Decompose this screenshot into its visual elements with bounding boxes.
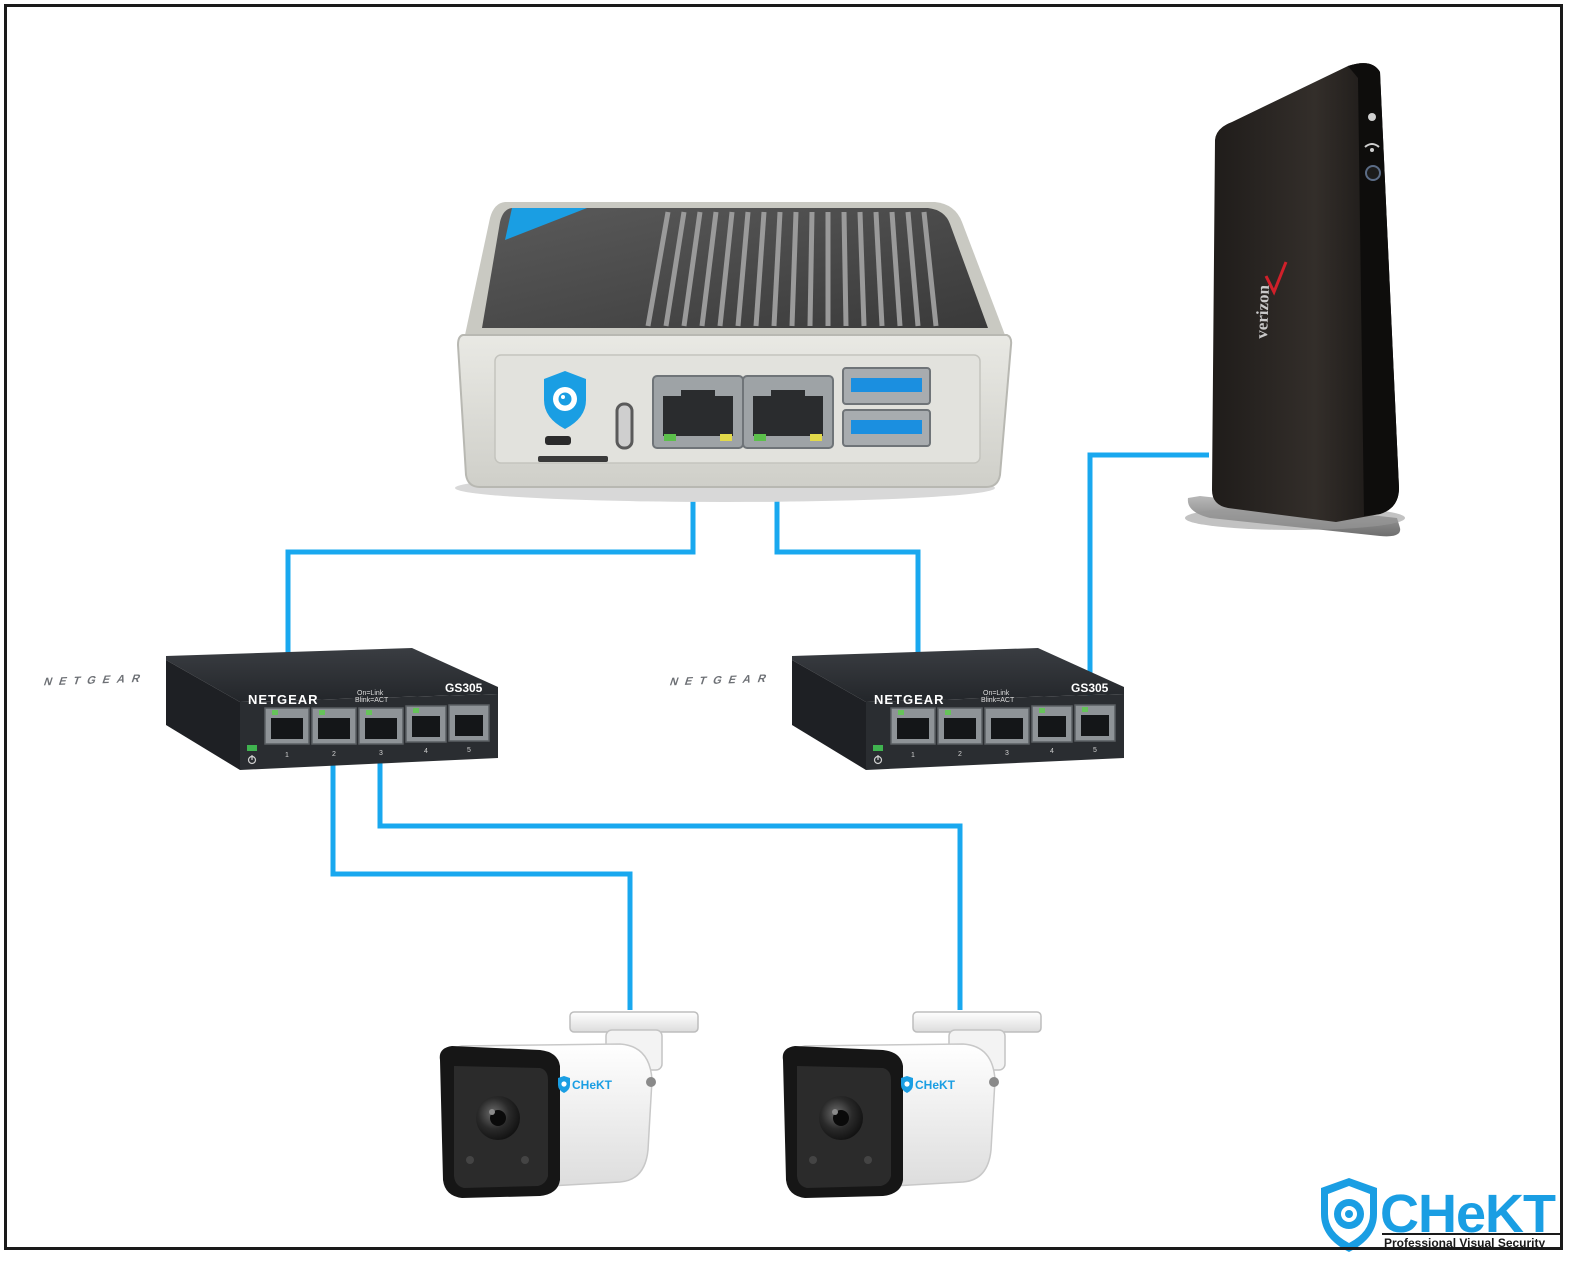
shield-eye-icon	[558, 1076, 570, 1093]
ethernet-port-2	[742, 375, 834, 449]
switch-right-port-label-2: 2	[958, 751, 962, 758]
switch-right-ports	[890, 704, 1116, 745]
switch-left-port-label-3: 3	[379, 750, 383, 757]
switch-left-port-label-1: 1	[285, 752, 289, 759]
switch-left-port-label-4: 4	[424, 748, 428, 755]
router-brand-label: verizon	[1252, 284, 1273, 339]
heatsink-fins	[645, 211, 939, 327]
camera-right-brand: CHeKT	[915, 1078, 956, 1092]
switch-right: NETGEAR NETGEAR On=Link Blink=ACT GS305 …	[668, 648, 1124, 770]
switch-left-ports	[264, 704, 490, 745]
cable-left-switch-to-camera-left	[330, 733, 633, 1010]
switch-right-led-legend-1: On=Link	[983, 690, 1010, 697]
cable-router-to-right-switch	[1087, 452, 1209, 733]
switch-left-led-legend-2: Blink=ACT	[355, 697, 389, 704]
sd-card-slot	[538, 456, 608, 462]
switch-left-port-label-5: 5	[467, 747, 471, 754]
cable-left-switch-to-camera-right	[377, 733, 963, 1010]
ethernet-port-1	[652, 375, 744, 449]
switch-left-port-label-2: 2	[332, 751, 336, 758]
chekt-logo: CHeKT Professional Visual Security	[1321, 1178, 1560, 1252]
camera-left: CHeKT	[439, 1011, 699, 1198]
switch-right-port-label-4: 4	[1050, 748, 1054, 755]
verizon-router: verizon	[1185, 63, 1405, 537]
power-icon	[873, 755, 883, 765]
camera-left-brand: CHeKT	[572, 1078, 613, 1092]
switch-right-port-label-5: 5	[1093, 747, 1097, 754]
diagram-frame	[4, 4, 1563, 1250]
logo-tagline: Professional Visual Security	[1384, 1236, 1546, 1250]
shield-eye-icon	[1321, 1178, 1377, 1252]
switch-left-power-led	[247, 745, 257, 751]
power-icon	[247, 755, 257, 765]
switch-right-led-legend-2: Blink=ACT	[981, 697, 1015, 704]
usb-ports	[842, 367, 931, 447]
switch-left-led-legend-1: On=Link	[357, 690, 384, 697]
chekt-bridge-device	[455, 202, 1013, 502]
switch-right-power-led	[873, 745, 883, 751]
switch-left-brand: NETGEAR	[248, 692, 319, 707]
switch-right-model: GS305	[1071, 681, 1109, 695]
switch-right-port-label-3: 3	[1005, 750, 1009, 757]
switch-right-brand: NETGEAR	[874, 692, 945, 707]
camera-right: CHeKT	[782, 1011, 1042, 1198]
switch-left: NETGEAR NETGEAR On=Link Blink=ACT GS305 …	[42, 648, 498, 770]
switch-left-model: GS305	[445, 681, 483, 695]
shield-eye-icon	[544, 371, 586, 429]
switch-left-top-brand: NETGEAR	[42, 673, 148, 688]
usb-c-port	[615, 402, 634, 450]
micro-usb-port	[545, 436, 571, 445]
switch-right-port-label-1: 1	[911, 752, 915, 759]
shield-eye-icon	[901, 1076, 913, 1093]
switch-right-top-brand: NETGEAR	[668, 673, 774, 688]
